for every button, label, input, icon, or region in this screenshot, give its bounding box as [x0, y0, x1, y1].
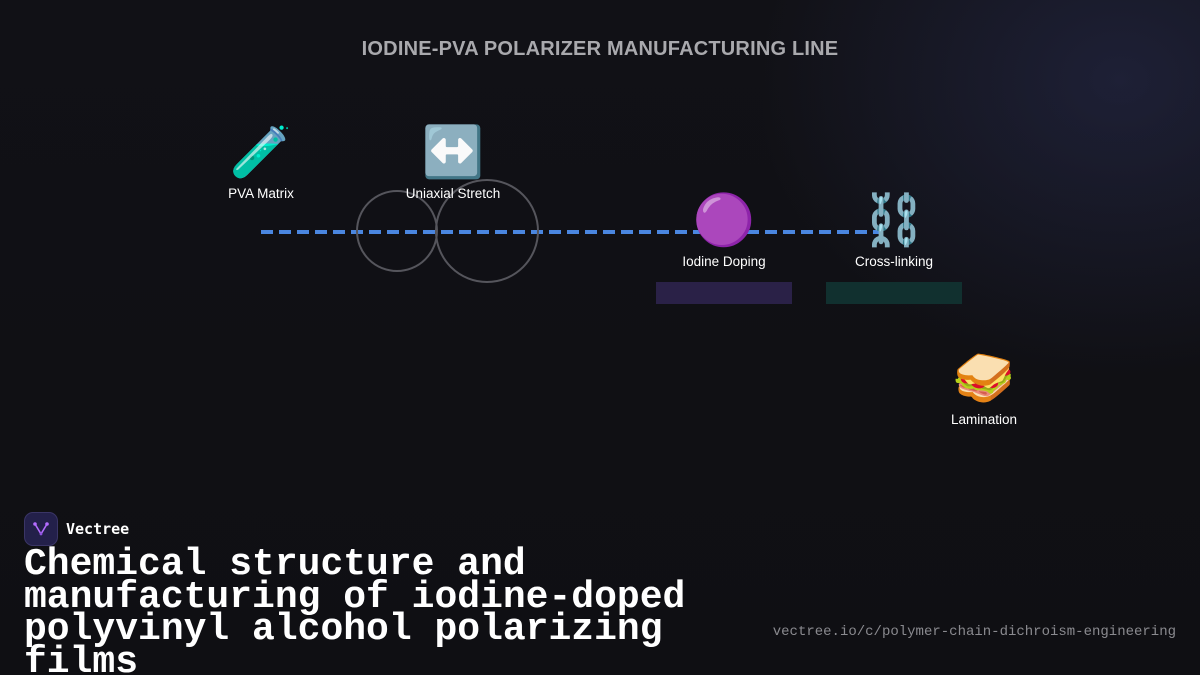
- crosslink-bath-tank: [826, 282, 962, 304]
- station-label: Uniaxial Stretch: [405, 186, 501, 201]
- source-url[interactable]: vectree.io/c/polymer-chain-dichroism-eng…: [772, 624, 1176, 640]
- station-pva-matrix: 🧪 PVA Matrix: [181, 122, 341, 201]
- brand-name: Vectree: [66, 520, 130, 538]
- vectree-logo-icon: [24, 512, 58, 546]
- station-label: PVA Matrix: [228, 186, 294, 201]
- purple-circle-icon: 🟣: [692, 192, 756, 248]
- station-label: Iodine Doping: [682, 254, 766, 269]
- left-right-arrow-icon: ↔️: [421, 124, 485, 180]
- station-label: Lamination: [950, 412, 1018, 427]
- stretch-roller-large: [435, 179, 539, 283]
- chain-link-icon: ⛓️: [862, 192, 926, 248]
- sandwich-icon: 🥪: [952, 350, 1016, 406]
- station-label: Cross-linking: [854, 254, 934, 269]
- test-tube-icon: 🧪: [229, 124, 293, 180]
- station-iodine-doping: 🟣 Iodine Doping: [644, 190, 804, 269]
- headline: Chemical structure and manufacturing of …: [24, 543, 686, 675]
- iodine-bath-tank: [656, 282, 792, 304]
- brand: Vectree: [24, 512, 129, 546]
- station-lamination: 🥪 Lamination: [904, 348, 1064, 427]
- station-cross-linking: ⛓️ Cross-linking: [814, 190, 974, 269]
- diagram-title: IODINE-PVA POLARIZER MANUFACTURING LINE: [361, 38, 839, 60]
- station-uniaxial-stretch: ↔️ Uniaxial Stretch: [373, 122, 533, 201]
